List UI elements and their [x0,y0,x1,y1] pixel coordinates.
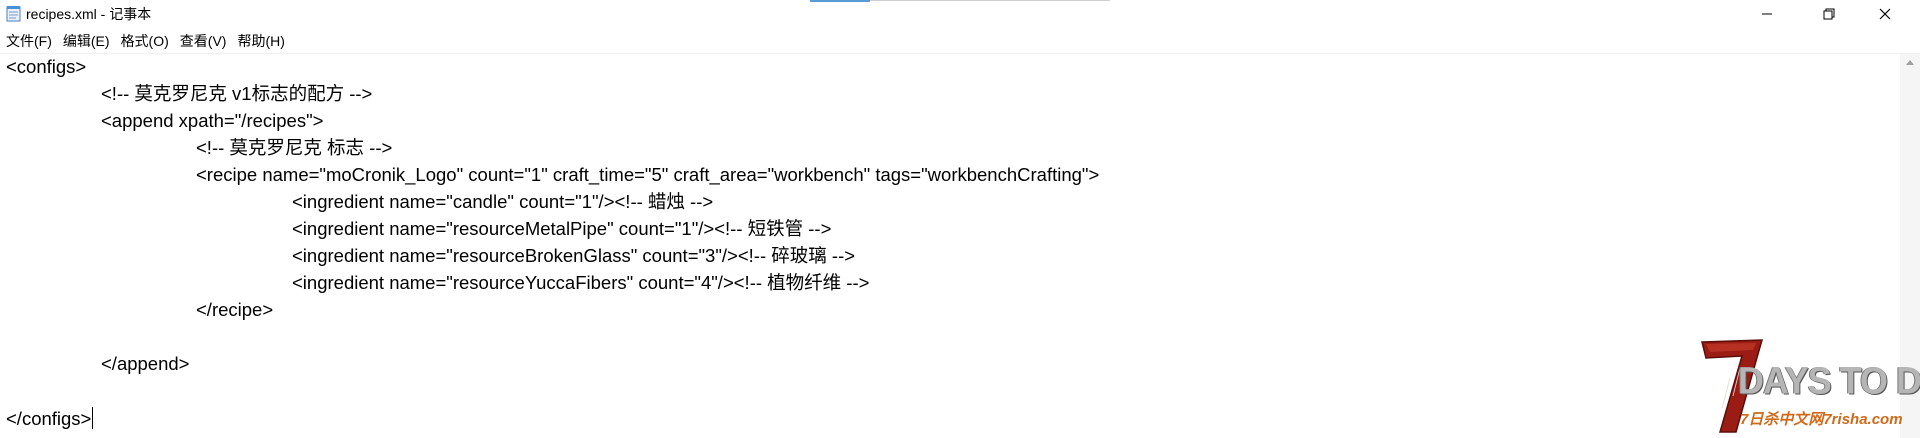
editor-line: </configs> [6,407,94,434]
line-text: <!-- 莫克罗尼克 v1标志的配方 --> [101,83,373,104]
scroll-up-arrow-icon[interactable] [1906,60,1914,65]
line-text: </recipe> [196,299,274,320]
logo-site: 7日杀中文网7risha.com [1740,411,1903,428]
title-accent-line [870,0,1110,1]
title-accent-bar [810,0,870,2]
editor-line: <recipe name="moCronik_Logo" count="1" c… [196,164,1099,191]
menu-view[interactable]: 查看(V) [179,33,227,49]
watermark-logo: DAYS TO DIE 7日杀中文网7risha.com [1700,338,1920,434]
line-text: <recipe name="moCronik_Logo" count="1" c… [196,164,1100,185]
notepad-icon [6,6,21,22]
editor-line: <ingredient name="resourceYuccaFibers" c… [292,272,869,299]
line-text: <ingredient name="resourceBrokenGlass" c… [292,245,856,266]
vertical-scrollbar[interactable] [1900,54,1920,438]
restore-icon [1823,8,1835,20]
line-text: <append xpath="/recipes"> [101,110,324,131]
menu-bar: 文件(F) 编辑(E) 格式(O) 查看(V) 帮助(H) [0,29,1920,53]
editor-line: </recipe> [196,299,273,326]
editor-line: <!-- 莫克罗尼克 v1标志的配方 --> [101,83,372,110]
close-icon [1879,8,1891,20]
editor-line: <ingredient name="candle" count="1"/><!-… [292,191,713,218]
editor-line: <ingredient name="resourceMetalPipe" cou… [292,218,831,245]
menu-help[interactable]: 帮助(H) [237,33,285,49]
line-text: <ingredient name="resourceYuccaFibers" c… [292,272,870,293]
minimize-icon [1762,13,1772,15]
line-text: <ingredient name="resourceMetalPipe" cou… [292,218,832,239]
close-button[interactable] [1862,0,1908,28]
logo-title: DAYS TO DIE [1738,358,1920,402]
text-editor[interactable]: <configs> <!-- 莫克罗尼克 v1标志的配方 --> <append… [0,54,1900,438]
window-title: recipes.xml - 记事本 [26,6,152,22]
menu-divider [0,53,1920,54]
title-bar[interactable]: recipes.xml - 记事本 [0,0,1920,28]
menu-edit[interactable]: 编辑(E) [62,33,110,49]
restore-button[interactable] [1806,0,1852,28]
line-text: <configs> [6,56,87,77]
minimize-button[interactable] [1744,0,1790,28]
menu-format[interactable]: 格式(O) [120,33,169,49]
seven-logo-icon [1701,339,1764,433]
editor-line: <ingredient name="resourceBrokenGlass" c… [292,245,855,272]
line-text: <!-- 莫克罗尼克 标志 --> [196,137,393,158]
line-text: </append> [101,353,190,374]
text-caret [92,407,94,429]
editor-line: <!-- 莫克罗尼克 标志 --> [196,137,392,164]
editor-line: <append xpath="/recipes"> [101,110,323,137]
editor-line: <configs> [6,56,86,83]
menu-file[interactable]: 文件(F) [6,33,52,49]
line-text: <ingredient name="candle" count="1"/><!-… [292,191,714,212]
editor-line: </append> [101,353,189,380]
line-text: </configs> [6,408,92,429]
